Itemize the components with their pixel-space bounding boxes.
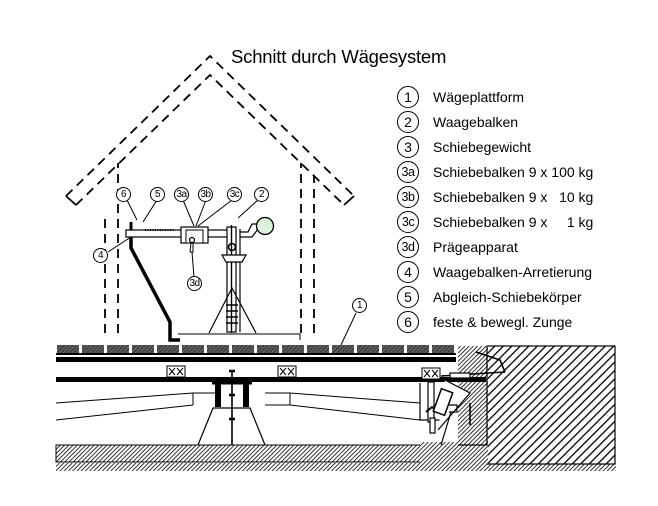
platform-tile bbox=[57, 345, 79, 354]
platform-tile bbox=[332, 345, 354, 354]
platform-tile-base bbox=[56, 353, 456, 355]
legend-badge: 6 bbox=[397, 310, 419, 333]
platform-tile bbox=[157, 345, 179, 354]
legend-label: Schiebebalken 9 x 10 kg bbox=[433, 188, 594, 205]
diagram-title: Schnitt durch Wägesystem bbox=[231, 46, 447, 67]
platform-beam-upper bbox=[56, 357, 456, 362]
callout-1: 1 bbox=[352, 298, 367, 313]
callout-3c: 3c bbox=[227, 187, 242, 202]
legend-label: Waagebalken-Arretierung bbox=[433, 263, 593, 280]
legend-badge: 3 bbox=[397, 135, 419, 158]
legend-badge: 3c bbox=[397, 210, 419, 233]
center-pedestal bbox=[197, 369, 266, 446]
legend-item: 3 Schiebegewicht bbox=[397, 134, 593, 159]
legend-label: Waagebalken bbox=[433, 113, 519, 130]
legend-label: Prägeapparat bbox=[433, 238, 518, 255]
platform-tile bbox=[107, 345, 129, 354]
beam-bracket bbox=[166, 365, 186, 378]
platform-tile bbox=[207, 345, 229, 354]
weigh-beam-stand bbox=[125, 222, 301, 342]
legend-badge: 1 bbox=[397, 85, 419, 108]
legend-badge: 3b bbox=[397, 185, 419, 208]
platform-beam-lower bbox=[56, 377, 486, 382]
platform-tile bbox=[307, 345, 329, 354]
legend-badge: 3d bbox=[397, 235, 419, 258]
platform-tile bbox=[232, 345, 254, 354]
legend-item: 3d Prägeapparat bbox=[397, 234, 593, 259]
legend-label: Abgleich-Schiebekörper bbox=[433, 288, 582, 305]
legend-item: 4 Waagebalken-Arretierung bbox=[397, 259, 593, 284]
legend-item: 6 feste & bewegl. Zunge bbox=[397, 309, 593, 334]
legend-item: 3a Schiebebalken 9 x 100 kg bbox=[397, 159, 593, 184]
beam-bracket bbox=[277, 365, 297, 378]
legend-item: 3b Schiebebalken 9 x 10 kg bbox=[397, 184, 593, 209]
legend-badge: 3a bbox=[397, 160, 419, 183]
legend-label: Schiebegewicht bbox=[433, 138, 532, 155]
legend-item: 3c Schiebebalken 9 x 1 kg bbox=[397, 209, 593, 234]
platform-tile bbox=[257, 345, 279, 354]
lever-beams bbox=[55, 392, 421, 421]
platform-tile bbox=[282, 345, 304, 354]
beam-bracket bbox=[421, 367, 441, 380]
callout-3d: 3d bbox=[187, 276, 202, 291]
legend-label: feste & bewegl. Zunge bbox=[433, 313, 573, 330]
callout-leaders bbox=[107, 199, 357, 346]
callout-6: 6 bbox=[116, 187, 131, 202]
platform-tile bbox=[82, 345, 104, 354]
foundation-subfloor bbox=[56, 463, 616, 471]
callout-4: 4 bbox=[93, 248, 108, 263]
legend-item: 5 Abgleich-Schiebekörper bbox=[397, 284, 593, 309]
legend: 1 Wägeplattform 2 Waagebalken 3 Schiebegewi… bbox=[397, 84, 593, 334]
counterweight bbox=[255, 216, 275, 236]
callout-3a: 3a bbox=[174, 187, 189, 202]
platform-tile bbox=[357, 345, 379, 354]
callout-5: 5 bbox=[150, 187, 165, 202]
legend-label: Schiebebalken 9 x 100 kg bbox=[433, 163, 594, 180]
platform-tile bbox=[407, 345, 429, 354]
weighing-platform-tiles bbox=[56, 345, 456, 355]
platform-tile bbox=[132, 345, 154, 354]
legend-badge: 5 bbox=[397, 285, 419, 308]
callout-3b: 3b bbox=[198, 187, 213, 202]
foundation-floor bbox=[55, 444, 460, 463]
platform-tile bbox=[432, 345, 454, 354]
legend-badge: 2 bbox=[397, 110, 419, 133]
legend-item: 1 Wägeplattform bbox=[397, 84, 593, 109]
legend-label: Wägeplattform bbox=[433, 88, 525, 105]
platform-tile bbox=[182, 345, 204, 354]
legend-label: Schiebebalken 9 x 1 kg bbox=[433, 213, 594, 230]
legend-badge: 4 bbox=[397, 260, 419, 283]
platform-tile bbox=[382, 345, 404, 354]
right-lever-mechanism bbox=[419, 351, 506, 446]
callout-2: 2 bbox=[254, 187, 269, 202]
legend-item: 2 Waagebalken bbox=[397, 109, 593, 134]
